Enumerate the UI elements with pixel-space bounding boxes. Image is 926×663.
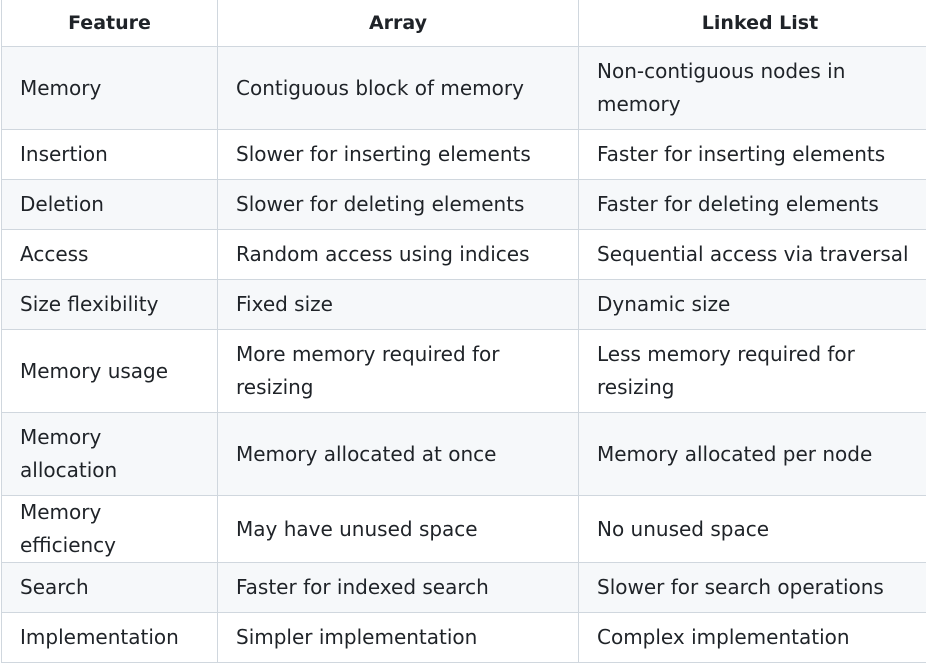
header-linked-list: Linked List: [579, 0, 926, 47]
array-cell: Faster for indexed search: [218, 563, 579, 613]
table-body: Memory Contiguous block of memory Non-co…: [2, 47, 926, 663]
array-cell: More memory required for resizing: [218, 330, 579, 413]
array-cell: Contiguous block of memory: [218, 47, 579, 130]
feature-cell: Insertion: [2, 130, 218, 180]
table-header: Feature Array Linked List: [2, 0, 926, 47]
table-row: Access Random access using indices Seque…: [2, 230, 926, 280]
linked-list-cell: Faster for deleting elements: [579, 180, 926, 230]
array-cell: Simpler implementation: [218, 613, 579, 663]
table-row: Memory efficiency May have unused space …: [2, 496, 926, 563]
feature-cell: Memory allocation: [2, 413, 218, 496]
linked-list-cell: Less memory required for resizing: [579, 330, 926, 413]
table-row: Insertion Slower for inserting elements …: [2, 130, 926, 180]
table-row: Memory usage More memory required for re…: [2, 330, 926, 413]
feature-cell: Search: [2, 563, 218, 613]
array-cell: May have unused space: [218, 496, 579, 563]
feature-cell: Memory efficiency: [2, 496, 218, 563]
feature-cell: Deletion: [2, 180, 218, 230]
feature-cell: Implementation: [2, 613, 218, 663]
header-feature: Feature: [2, 0, 218, 47]
array-cell: Fixed size: [218, 280, 579, 330]
array-cell: Slower for inserting elements: [218, 130, 579, 180]
feature-cell: Access: [2, 230, 218, 280]
linked-list-cell: Faster for inserting elements: [579, 130, 926, 180]
feature-cell: Memory usage: [2, 330, 218, 413]
table-row: Memory allocation Memory allocated at on…: [2, 413, 926, 496]
feature-cell: Memory: [2, 47, 218, 130]
table-row: Implementation Simpler implementation Co…: [2, 613, 926, 663]
linked-list-cell: Non-contiguous nodes in memory: [579, 47, 926, 130]
header-array: Array: [218, 0, 579, 47]
array-cell: Slower for deleting elements: [218, 180, 579, 230]
feature-cell: Size flexibility: [2, 280, 218, 330]
table-row: Deletion Slower for deleting elements Fa…: [2, 180, 926, 230]
array-cell: Memory allocated at once: [218, 413, 579, 496]
linked-list-cell: Memory allocated per node: [579, 413, 926, 496]
table-row: Size flexibility Fixed size Dynamic size: [2, 280, 926, 330]
linked-list-cell: Complex implementation: [579, 613, 926, 663]
linked-list-cell: Slower for search operations: [579, 563, 926, 613]
table-row: Search Faster for indexed search Slower …: [2, 563, 926, 613]
header-row: Feature Array Linked List: [2, 0, 926, 47]
array-cell: Random access using indices: [218, 230, 579, 280]
linked-list-cell: Dynamic size: [579, 280, 926, 330]
linked-list-cell: Sequential access via traversal: [579, 230, 926, 280]
linked-list-cell: No unused space: [579, 496, 926, 563]
table-row: Memory Contiguous block of memory Non-co…: [2, 47, 926, 130]
